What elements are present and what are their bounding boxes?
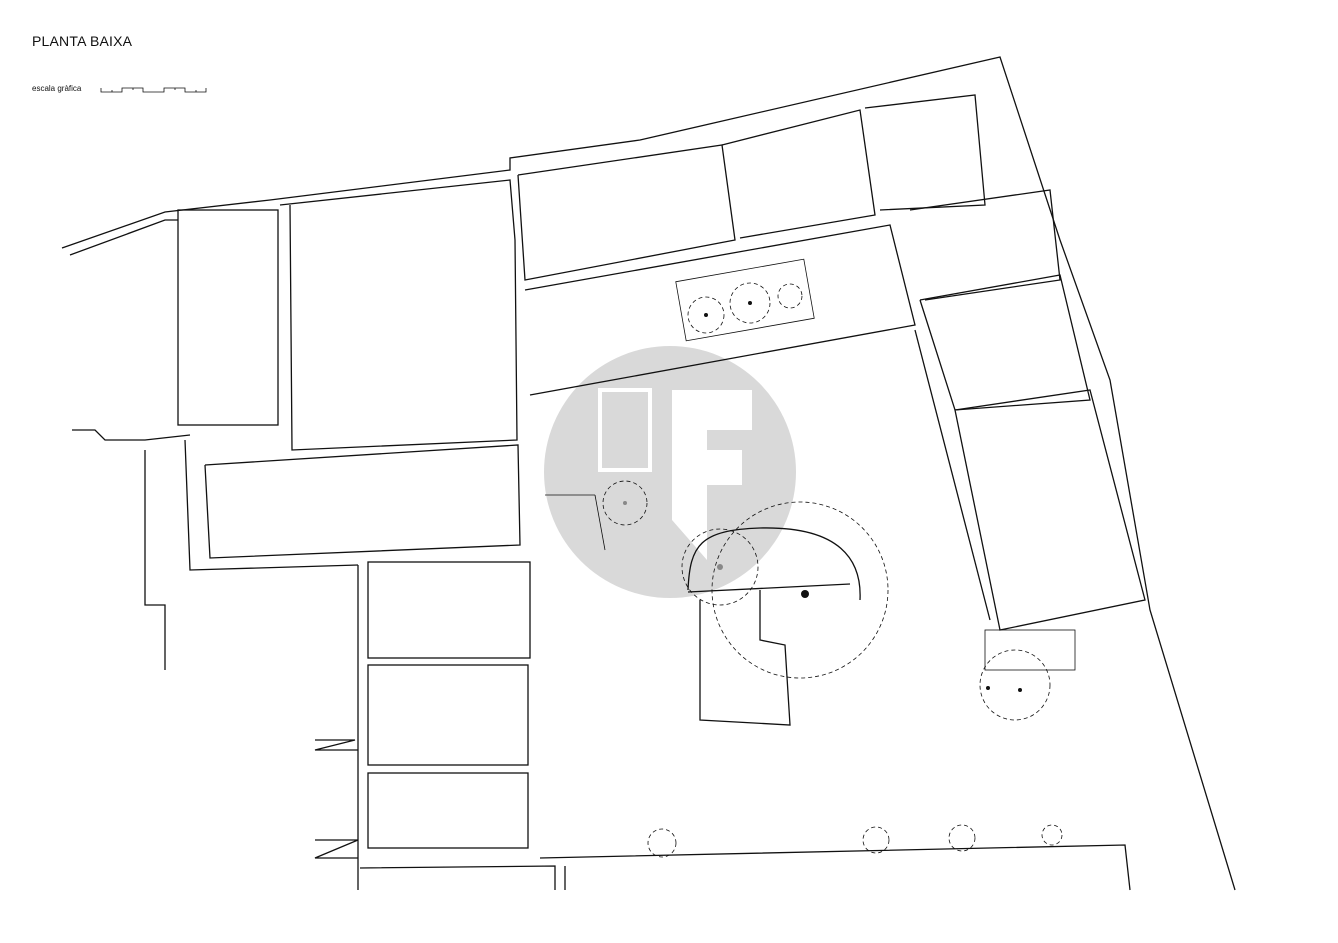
plan-title: PLANTA BAIXA — [32, 33, 133, 49]
scale-label: escala gràfica — [32, 84, 82, 93]
watermark-logo — [544, 346, 796, 598]
scale-bar — [100, 87, 207, 93]
dashed-circles-trees — [602, 282, 1063, 858]
interior-walls — [177, 94, 1146, 849]
outer-walls — [61, 56, 1236, 891]
